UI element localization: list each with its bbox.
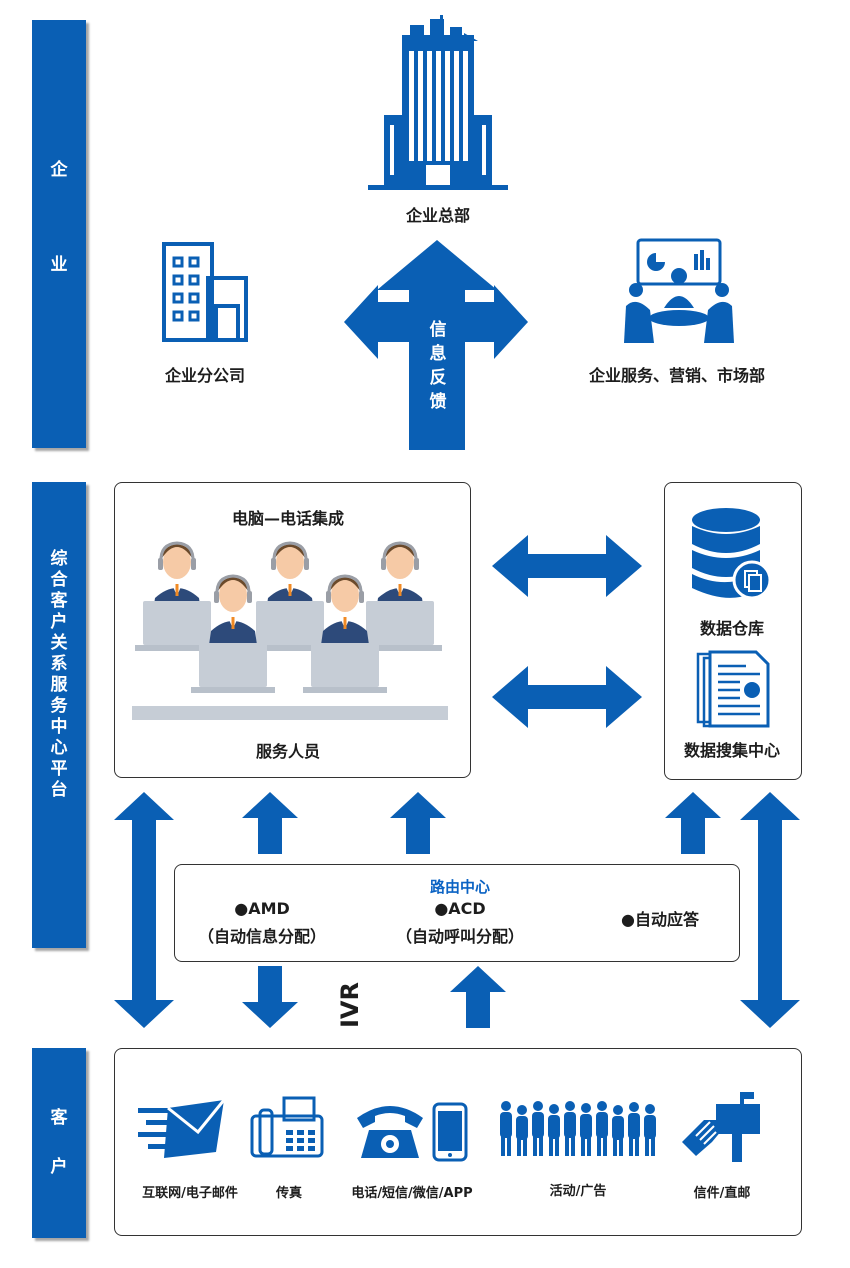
feedback-label: 信 息 反 馈 bbox=[428, 318, 448, 414]
side-char: 企 bbox=[50, 160, 68, 180]
auto-answer-label: ●自动应答 bbox=[621, 910, 699, 929]
side-char: 平 bbox=[50, 759, 68, 779]
double-arrow-warehouse bbox=[492, 535, 642, 597]
up-arrow-2 bbox=[390, 792, 446, 854]
acd-label: ●ACD bbox=[434, 899, 486, 918]
telephone-icon bbox=[357, 1106, 423, 1158]
side-char: 客 bbox=[50, 591, 68, 611]
ivr-label: IVR bbox=[336, 982, 364, 1028]
documents-icon bbox=[696, 650, 770, 728]
cti-title: 电脑—电话集成 bbox=[231, 509, 345, 528]
side-char: 客 bbox=[50, 1108, 68, 1128]
left-double-arrow bbox=[114, 792, 174, 1028]
feedback-char: 反 bbox=[429, 368, 447, 388]
mobile-phone-icon bbox=[432, 1102, 468, 1162]
departments-label: 企业服务、营销、市场部 bbox=[588, 366, 766, 385]
branch-office-icon bbox=[162, 242, 248, 342]
side-char: 务 bbox=[50, 696, 68, 716]
events-label: 活动/广告 bbox=[549, 1184, 607, 1199]
fax-label: 传真 bbox=[275, 1186, 303, 1201]
up-arrow-1 bbox=[242, 792, 298, 854]
database-icon bbox=[692, 508, 772, 600]
mail-label: 信件/直邮 bbox=[693, 1186, 751, 1201]
side-char: 合 bbox=[50, 570, 68, 590]
mailbox-icon bbox=[682, 1092, 760, 1162]
feedback-char: 息 bbox=[429, 344, 447, 364]
side-char: 中 bbox=[50, 717, 68, 737]
email-icon bbox=[138, 1099, 226, 1158]
up-arrow-3 bbox=[665, 792, 721, 854]
routing-title: 路由中心 bbox=[429, 878, 491, 896]
feedback-arrow bbox=[344, 240, 528, 450]
fax-icon bbox=[250, 1096, 324, 1158]
side-char: 综 bbox=[50, 549, 68, 569]
side-char: 业 bbox=[50, 255, 68, 275]
acd-desc: （自动呼叫分配） bbox=[395, 927, 525, 946]
internet-label: 互联网/电子邮件 bbox=[142, 1186, 238, 1201]
side-char: 台 bbox=[50, 780, 68, 800]
staff-label: 服务人员 bbox=[255, 742, 321, 761]
right-double-arrow bbox=[740, 792, 800, 1028]
customer-side-bar: 客 户 bbox=[32, 1048, 86, 1238]
side-char: 关 bbox=[50, 633, 68, 653]
side-char: 服 bbox=[50, 675, 68, 695]
amd-desc: （自动信息分配） bbox=[197, 927, 327, 946]
down-arrow-ivr bbox=[242, 966, 298, 1028]
branch-label: 企业分公司 bbox=[164, 366, 246, 385]
routing-center-box bbox=[174, 864, 740, 962]
side-char: 心 bbox=[50, 738, 68, 758]
crowd-icon bbox=[500, 1101, 656, 1156]
service-agents-illustration bbox=[132, 541, 448, 720]
enterprise-side-bar: 企 业 bbox=[32, 20, 86, 448]
warehouse-label: 数据仓库 bbox=[699, 619, 765, 638]
side-char: 系 bbox=[50, 654, 68, 674]
double-arrow-collection bbox=[492, 666, 642, 728]
feedback-char: 馈 bbox=[429, 392, 447, 412]
meeting-presentation-icon bbox=[624, 238, 734, 343]
headquarters-label: 企业总部 bbox=[405, 206, 471, 225]
feedback-char: 信 bbox=[429, 320, 447, 340]
headquarters-building-icon bbox=[368, 15, 508, 190]
amd-label: ●AMD bbox=[234, 899, 290, 918]
collection-label: 数据搜集中心 bbox=[683, 741, 781, 760]
side-char: 户 bbox=[50, 612, 68, 632]
platform-side-bar: 综 合 客 户 关 系 服 务 中 心 平 台 bbox=[32, 482, 86, 948]
phone-label: 电话/短信/微信/APP bbox=[351, 1186, 473, 1201]
up-arrow-4 bbox=[450, 966, 506, 1028]
side-char: 户 bbox=[50, 1157, 68, 1177]
